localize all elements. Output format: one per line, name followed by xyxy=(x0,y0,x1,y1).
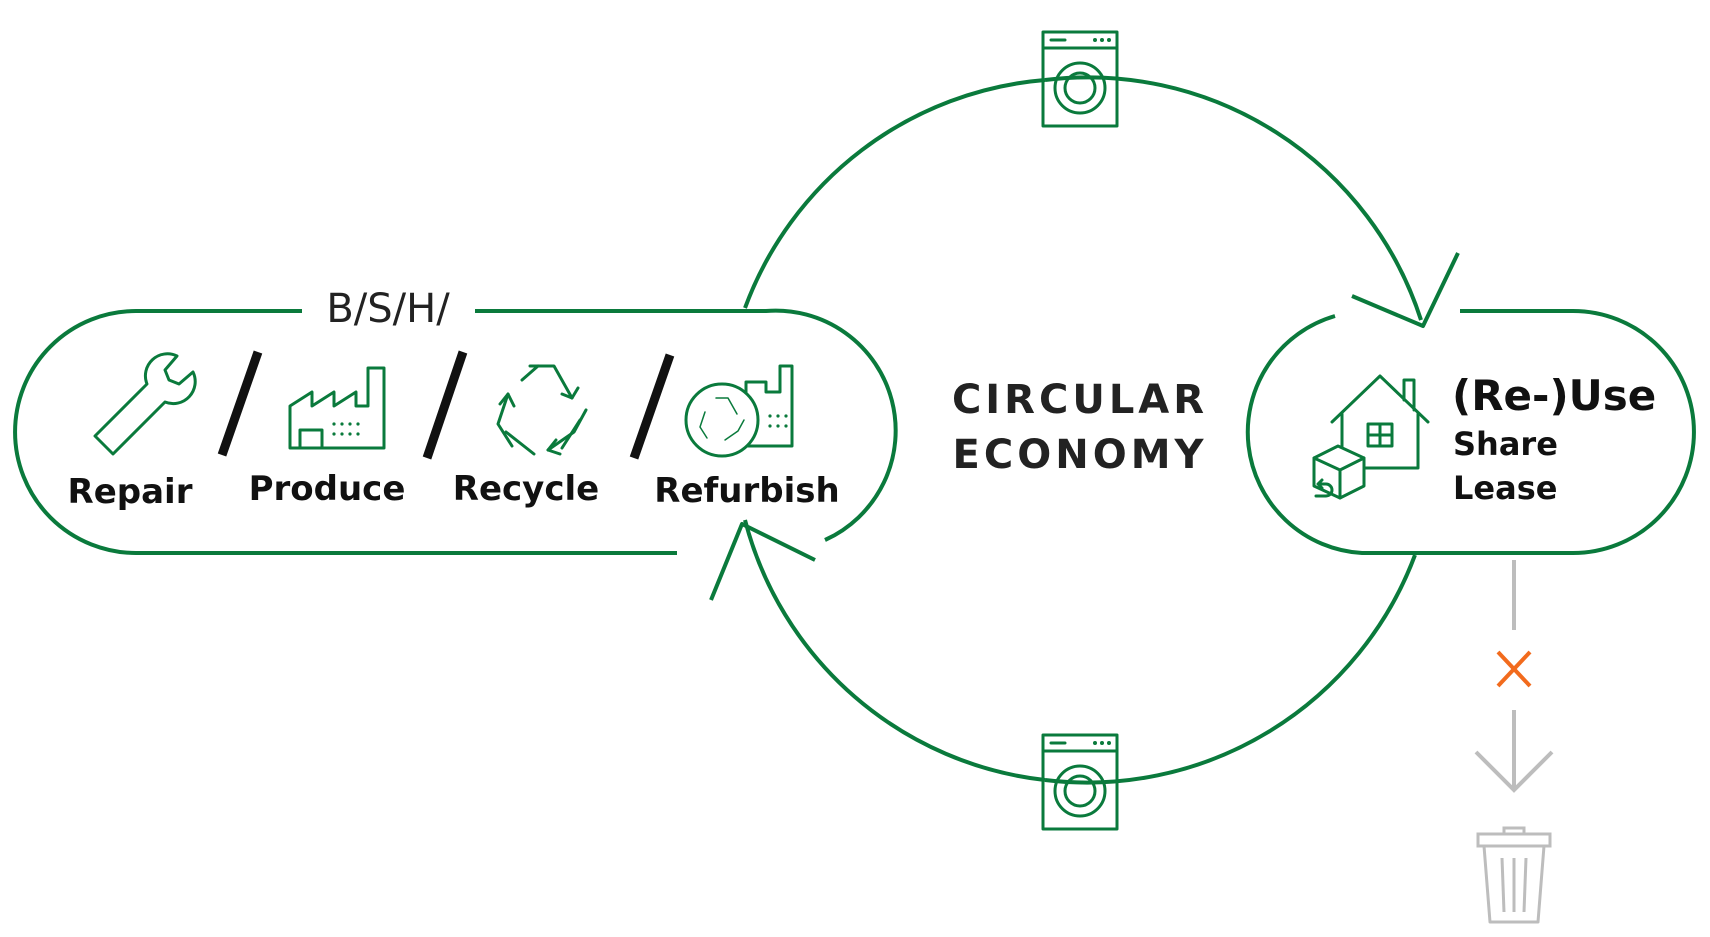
reuse-share: Share xyxy=(1453,425,1558,463)
washing-machine-icon xyxy=(1041,30,1119,128)
trash-bin-icon xyxy=(1476,826,1552,924)
separator-slash xyxy=(422,350,468,460)
brand-logo: B/S/H/ xyxy=(326,286,450,332)
center-title-line1: CIRCULAR xyxy=(952,377,1208,423)
center-title-line2: ECONOMY xyxy=(953,432,1208,478)
refurbish-factory-icon xyxy=(684,364,794,458)
cycle-arc-top xyxy=(1044,75,1423,321)
step-label-refurbish: Refurbish xyxy=(654,471,839,511)
wrench-icon xyxy=(93,352,197,456)
arrowhead-left xyxy=(709,522,816,601)
step-label-produce: Produce xyxy=(249,469,406,509)
reuse-title: (Re-)Use xyxy=(1452,371,1656,420)
cross-icon xyxy=(1496,650,1532,688)
step-label-repair: Repair xyxy=(68,472,193,512)
bsh-pill-outline xyxy=(13,309,677,555)
recycle-icon xyxy=(496,364,588,456)
landfill-arrowhead xyxy=(1474,750,1554,793)
step-label-recycle: Recycle xyxy=(453,469,599,509)
separator-slash xyxy=(629,353,675,460)
cycle-arc-bottom xyxy=(1044,554,1417,785)
cycle-arc-bottom-left xyxy=(743,519,1046,782)
arrowhead-right xyxy=(1351,252,1460,328)
factory-icon xyxy=(288,366,386,450)
reuse-lease: Lease xyxy=(1453,469,1557,507)
separator-slash xyxy=(217,350,263,457)
house-with-box-icon xyxy=(1312,374,1430,500)
cycle-arc-top-left xyxy=(743,78,1046,309)
reuse-pill-outline xyxy=(1245,309,1696,555)
washing-machine-icon xyxy=(1041,733,1119,831)
bsh-pill-outline-right xyxy=(475,308,898,542)
